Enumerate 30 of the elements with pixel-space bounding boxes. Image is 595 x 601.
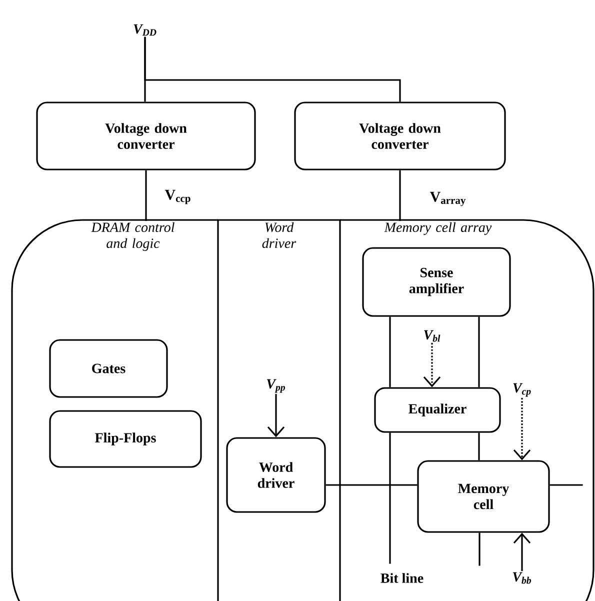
wire (550, 484, 583, 486)
wire (326, 484, 418, 486)
arrow (513, 398, 531, 460)
block-box: Voltage down converter (36, 102, 256, 170)
edge-label: V$_{array}$ (428, 190, 468, 208)
block-box: Sense amplifier (362, 247, 511, 317)
voltage-label: V$_{DD}$ (134, 24, 156, 36)
wire (389, 432, 391, 564)
block-box: Equalizer (374, 387, 501, 433)
arrow (513, 532, 531, 572)
block-box: Memory cell (417, 460, 550, 533)
wire (478, 532, 480, 566)
wire (399, 170, 401, 221)
wire (144, 36, 401, 102)
arrow (423, 342, 441, 388)
block-box: Word driver (226, 437, 326, 513)
arrow (267, 394, 285, 438)
line-label: Bit line (380, 573, 424, 583)
edge-label: V$_{ccp}$ (164, 188, 192, 206)
block-box: Voltage down converter (294, 102, 506, 170)
wire (389, 316, 391, 388)
voltage-label: V$_{bl}$ (424, 330, 440, 342)
block-box: Gates (49, 339, 168, 398)
voltage-label: V$_{bb}$ (513, 572, 532, 584)
block-box: Flip-Flops (49, 410, 202, 468)
wire (478, 316, 480, 388)
voltage-label: V$_{pp}$ (267, 379, 286, 393)
wire (478, 432, 480, 460)
voltage-label: V$_{cp}$ (513, 383, 531, 397)
wire (145, 170, 147, 221)
